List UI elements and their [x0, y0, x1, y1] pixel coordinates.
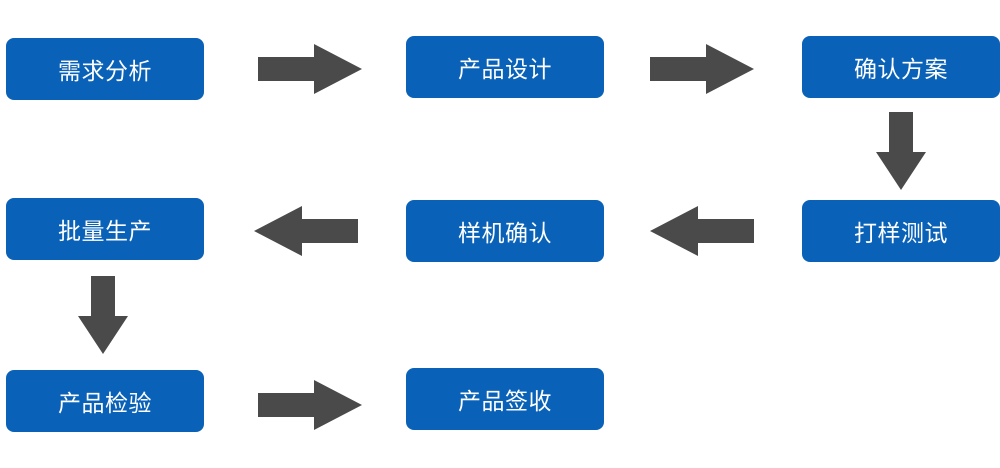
- arrow-left-icon: [254, 206, 358, 256]
- arrow-left-icon: [650, 206, 754, 256]
- arrow-right-icon: [258, 380, 362, 430]
- step-demand-analysis: 需求分析: [6, 38, 204, 100]
- arrow-right-icon: [650, 44, 754, 94]
- step-sample-testing: 打样测试: [802, 200, 1000, 262]
- step-product-signoff: 产品签收: [406, 368, 604, 430]
- step-product-design: 产品设计: [406, 36, 604, 98]
- step-prototype-confirm: 样机确认: [406, 200, 604, 262]
- arrow-right-icon: [258, 44, 362, 94]
- arrow-down-icon: [876, 112, 926, 190]
- arrow-down-icon: [78, 276, 128, 354]
- step-mass-production: 批量生产: [6, 198, 204, 260]
- step-product-inspection: 产品检验: [6, 370, 204, 432]
- step-confirm-plan: 确认方案: [802, 36, 1000, 98]
